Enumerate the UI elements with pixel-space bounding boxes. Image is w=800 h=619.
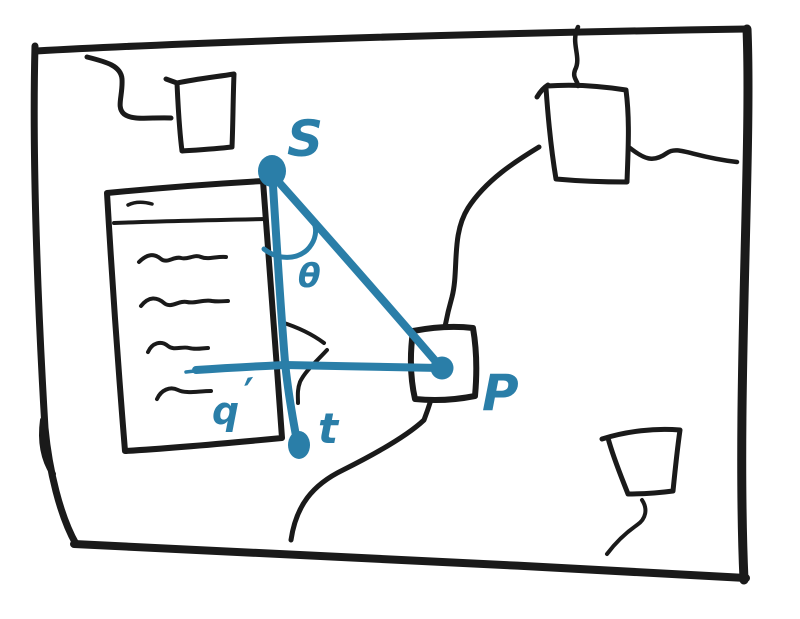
sticky-note-top-right (534, 24, 740, 185)
square-top-right (543, 82, 631, 185)
square-bottom-right (599, 426, 683, 497)
frame-left-edge (30, 42, 80, 548)
frame-bottom-edge (70, 540, 750, 582)
segment-q-label: q (212, 389, 239, 433)
notepad (104, 178, 285, 454)
connector-squiggle-to-right-edge (627, 145, 740, 165)
point-s-dot (258, 155, 286, 187)
connector-squiggle-bottom-right (605, 498, 648, 556)
prime-tick-mark: ′ (242, 370, 261, 417)
square-top-left (163, 71, 237, 154)
board-frame (30, 24, 753, 585)
connector-squiggle-top-left (84, 54, 174, 121)
point-p-label: P (482, 364, 519, 422)
notepad-squiggle-line-3 (146, 340, 210, 354)
geometry-construction (184, 155, 454, 459)
point-t-dot (288, 431, 310, 459)
point-t-label: t (318, 404, 340, 453)
notepad-squiggle-line-1 (137, 253, 228, 264)
point-s-label: S (287, 110, 323, 168)
point-p-dot (430, 356, 454, 380)
frame-top-edge (32, 25, 751, 55)
labels: S θ P q ′ t (212, 110, 519, 453)
angle-theta-label: θ (298, 256, 321, 295)
segment-s-to-p (272, 175, 442, 368)
frame-right-edge (737, 24, 753, 585)
segment-s-to-t (268, 165, 301, 445)
connector-squiggle-top-right (571, 24, 581, 89)
frame-left-overlap-stroke (39, 417, 56, 477)
square-top-right-tick (534, 82, 551, 100)
angle-theta-arc (261, 223, 319, 260)
notepad-squiggle-line-2 (139, 296, 230, 308)
fold-mark-upper (279, 320, 326, 345)
segment-q-to-p (192, 361, 444, 374)
sticky-note-bottom-right (599, 426, 683, 556)
notepad-outline (104, 178, 285, 454)
sticky-note-top-left (84, 54, 237, 154)
fold-mark-lower (295, 348, 329, 405)
notepad-squiggle-line-4 (155, 386, 213, 401)
notepad-header-line (112, 217, 268, 225)
notepad-header-dash (126, 200, 154, 207)
